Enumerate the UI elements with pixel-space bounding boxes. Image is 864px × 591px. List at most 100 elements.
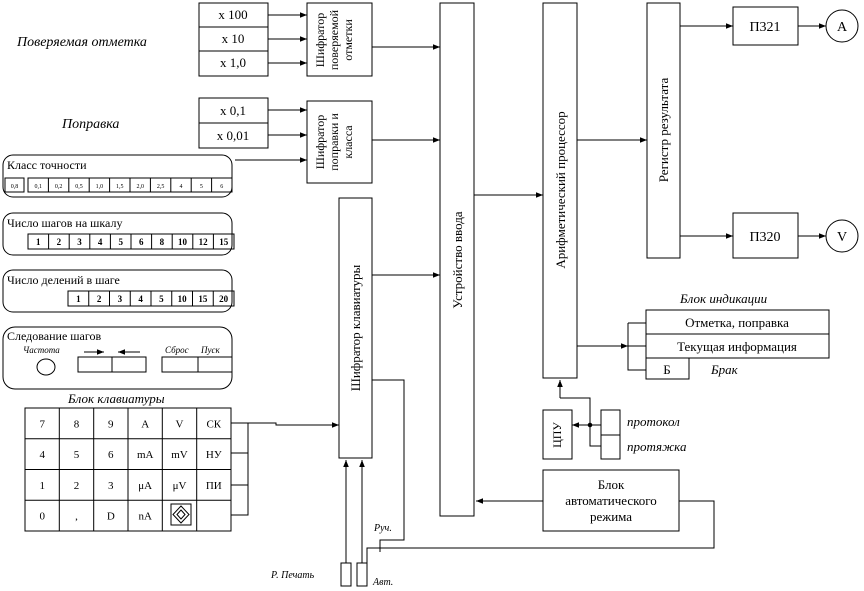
keypad-key-3-0[interactable]: 0 <box>39 511 45 523</box>
keypad-key-1-5[interactable]: НУ <box>206 449 222 461</box>
frequency-label: Частота <box>23 345 60 355</box>
keypad-key-0-1[interactable]: 8 <box>74 418 80 430</box>
corr-encoder-block <box>306 100 373 184</box>
division-cell-4[interactable]: 5 <box>159 294 164 304</box>
auto-label: Авт. <box>372 577 393 588</box>
steps-cell-6[interactable]: 8 <box>160 237 165 247</box>
accuracy-cell-8[interactable]: 5 <box>200 184 203 190</box>
keypad-key-1-2[interactable]: 6 <box>108 449 114 461</box>
keypad-key-2-3[interactable]: μA <box>138 480 152 492</box>
accuracy-cell-7[interactable]: 4 <box>180 184 183 190</box>
reset-label: Сброс <box>165 345 189 355</box>
correction-label: Поправка <box>61 117 119 132</box>
accuracy-class-first[interactable]: 0,8 <box>11 184 19 190</box>
division-cell-6[interactable]: 15 <box>198 294 208 304</box>
keypad-key-2-1[interactable]: 2 <box>74 480 80 492</box>
steps-cell-4[interactable]: 5 <box>118 237 123 247</box>
steps-cell-5[interactable]: 6 <box>139 237 144 247</box>
svg-text:класса: класса <box>341 125 355 159</box>
keypad-key-2-4[interactable]: μV <box>173 480 187 492</box>
division-cell-7[interactable]: 20 <box>219 294 229 304</box>
accuracy-cell-5[interactable]: 2,0 <box>136 184 144 190</box>
mark-encoder-label: Шифратор поверяемой отметки <box>313 9 355 70</box>
step-sequence-title: Следование шагов <box>7 329 101 343</box>
auto-block-line-1: Блок <box>598 477 625 492</box>
division-cell-0[interactable]: 1 <box>76 294 81 304</box>
cpu-label: ЦПУ <box>550 422 564 448</box>
keypad-key-0-4[interactable]: V <box>176 418 184 430</box>
keypad-key-2-5[interactable]: ПИ <box>206 480 222 492</box>
steps-cell-2[interactable]: 3 <box>77 237 82 247</box>
meter-v-label: V <box>837 230 847 245</box>
kbd-encoder-label: Шифратор клавиатуры <box>348 264 363 391</box>
accuracy-cell-3[interactable]: 1,0 <box>96 184 104 190</box>
steps-cell-9[interactable]: 15 <box>219 237 229 247</box>
svg-text:поправки и: поправки и <box>327 113 341 171</box>
corr-x01-button[interactable]: x 0,1 <box>220 103 246 118</box>
steps-cell-7[interactable]: 10 <box>178 237 188 247</box>
accuracy-cell-1[interactable]: 0,2 <box>55 184 63 190</box>
keypad-key-1-0[interactable]: 4 <box>39 449 45 461</box>
corr-x001-button[interactable]: x 0,01 <box>217 128 250 143</box>
cpu-block <box>542 409 573 460</box>
keypad-key-3-2[interactable]: D <box>107 511 115 523</box>
keypad-key-1-4[interactable]: mV <box>171 449 188 461</box>
result-register-block <box>646 2 681 259</box>
corr-encoder-label: Шифратор поправки и класса <box>313 113 355 171</box>
steps-cell-8[interactable]: 12 <box>199 237 209 247</box>
svg-text:Шифратор: Шифратор <box>313 13 327 67</box>
keyboard-block-title: Блок клавиатуры <box>67 391 165 406</box>
mark-x10-button[interactable]: x 10 <box>222 31 245 46</box>
keypad-key-3-3[interactable]: nA <box>138 511 152 523</box>
mark-x1-button[interactable]: x 1,0 <box>220 55 246 70</box>
keypad-key-1-1[interactable]: 5 <box>74 449 80 461</box>
accuracy-cell-9[interactable]: 6 <box>220 184 223 190</box>
keypad-key-2-2[interactable]: 3 <box>108 480 114 492</box>
svg-text:поверяемой: поверяемой <box>327 9 341 70</box>
keypad-key-0-3[interactable]: A <box>141 418 149 430</box>
division-cell-3[interactable]: 4 <box>138 294 143 304</box>
processor-block <box>542 2 578 379</box>
steps-cell-1[interactable]: 2 <box>57 237 62 247</box>
frequency-knob[interactable] <box>36 358 56 376</box>
display-block-title: Блок индикации <box>679 291 768 306</box>
input-device-block <box>439 2 475 517</box>
accuracy-cell-4[interactable]: 1,5 <box>116 184 124 190</box>
print-label: Р. Печать <box>270 570 315 581</box>
auto-block-line-3: режима <box>590 509 632 524</box>
checked-mark-label: Поверяемая отметка <box>16 35 147 50</box>
mark-x100-button[interactable]: x 100 <box>218 7 247 22</box>
steps-cell-0[interactable]: 1 <box>36 237 41 247</box>
start-label: Пуск <box>200 345 220 355</box>
keypad-key-0-2[interactable]: 9 <box>108 418 114 430</box>
auto-block-line-2: автоматического <box>565 493 657 508</box>
keypad-key-3-1[interactable]: , <box>75 511 78 523</box>
display-row-mark: Отметка, поправка <box>685 315 789 330</box>
accuracy-class-title: Класс точности <box>7 158 87 172</box>
keypad-key-1-3[interactable]: mA <box>137 449 154 461</box>
keypad-key-0-0[interactable]: 7 <box>39 418 45 430</box>
kbd-encoder-block <box>338 197 373 459</box>
reject-label: Брак <box>710 362 739 377</box>
p321-label: П321 <box>749 20 780 35</box>
svg-text:отметки: отметки <box>341 19 355 61</box>
manual-label: Руч. <box>373 523 392 534</box>
keypad-key-0-5[interactable]: СК <box>206 418 221 430</box>
accuracy-cell-6[interactable]: 2,5 <box>157 184 165 190</box>
division-cell-5[interactable]: 10 <box>178 294 188 304</box>
steps-cell-3[interactable]: 4 <box>98 237 103 247</box>
display-row-current: Текущая информация <box>677 339 797 354</box>
accuracy-cell-2[interactable]: 0,5 <box>75 184 83 190</box>
accuracy-cell-0[interactable]: 0,1 <box>34 184 42 190</box>
division-cell-1[interactable]: 2 <box>97 294 102 304</box>
processor-label: Арифметический процессор <box>553 111 568 268</box>
result-register-label: Регистр результата <box>656 78 671 183</box>
pulling-label: протяжка <box>627 439 687 454</box>
p320-label: П320 <box>749 230 780 245</box>
display-row-b: Б <box>663 362 670 377</box>
steps-per-scale-title: Число шагов на шкалу <box>7 216 122 230</box>
divisions-title: Число делений в шаге <box>7 273 120 287</box>
input-device-label: Устройство ввода <box>450 211 465 308</box>
keypad-key-2-0[interactable]: 1 <box>39 480 45 492</box>
division-cell-2[interactable]: 3 <box>118 294 123 304</box>
